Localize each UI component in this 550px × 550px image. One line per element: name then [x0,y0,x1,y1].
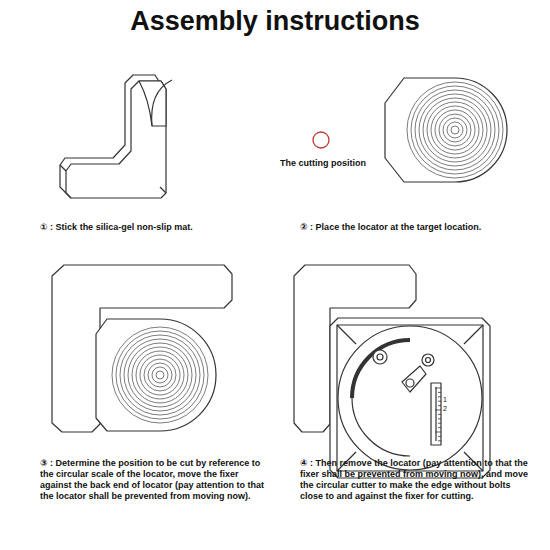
page-title: Assembly instructions [0,6,550,37]
scale-ring [152,367,168,383]
ruler-slot [435,387,436,441]
scale-ring [411,86,499,174]
scale-tick [438,414,441,415]
step-caption: ① : Stick the silica-gel non-slip mat. [40,222,285,233]
scale-tick [438,436,441,437]
cutter-track [352,398,410,456]
scale-tick [435,432,441,433]
scale-tick [435,388,441,389]
knob [422,354,434,366]
scale-ring [112,327,208,423]
locator [96,319,216,431]
fixer-edge [160,187,166,193]
cutter-base [330,318,490,478]
scale-ring [136,351,184,399]
scale-ring [148,363,172,387]
scale-tick [438,392,441,393]
scale-number: 1 [443,396,453,404]
scale-ring [443,118,467,142]
cutter-disc [338,326,482,470]
fixer-edge [60,165,66,171]
blade-holder [402,366,426,392]
scale-ring [423,98,487,162]
cutting-position-mark [313,132,329,148]
scale-ring [120,335,200,415]
cutting-position-label: The cutting position [278,158,368,169]
scale-tick [438,440,441,441]
scale-tick [438,396,441,397]
scale-ring [128,343,192,407]
scale-ring [140,355,180,395]
scale-ring [439,114,471,146]
scale-ring [419,94,491,166]
ruler [431,383,441,445]
scale-ring [124,339,196,411]
blade-pin [406,379,414,387]
scale-tick [438,423,441,424]
scale-ring [132,347,188,403]
fixer-edge [65,192,71,198]
cutter-frame [337,325,483,471]
scale-number: 2 [443,405,453,413]
scale-ring [427,102,483,158]
bolt-core [377,354,383,360]
knob-core [426,358,431,363]
cutter-track [352,340,410,398]
scale-tick [438,401,441,402]
fixer [52,265,232,432]
scale-tick [438,405,441,406]
scale-ring [144,359,176,391]
scale-tick [435,410,441,411]
scale-ring [447,122,463,138]
step-caption: ④ : Then remove the locator (pay attenti… [300,458,536,502]
scale-tick [438,418,441,419]
scale-ring [116,331,204,419]
step-caption: ③ : Determine the position to be cut by … [40,458,272,502]
scale-ring [451,126,459,134]
fixer-front [66,81,166,198]
scale-tick [438,427,441,428]
bolt [373,350,387,364]
scale-ring [415,90,495,170]
locator [385,78,507,182]
scale-ring [407,82,503,178]
scale-ring [431,106,479,154]
frame-diagonal [464,325,483,344]
scale-ring [156,371,164,379]
frame-diagonal [337,325,356,344]
mat-peel [152,80,172,126]
scale-ring [435,110,475,150]
step-caption: ② : Place the locator at the target loca… [300,222,546,233]
